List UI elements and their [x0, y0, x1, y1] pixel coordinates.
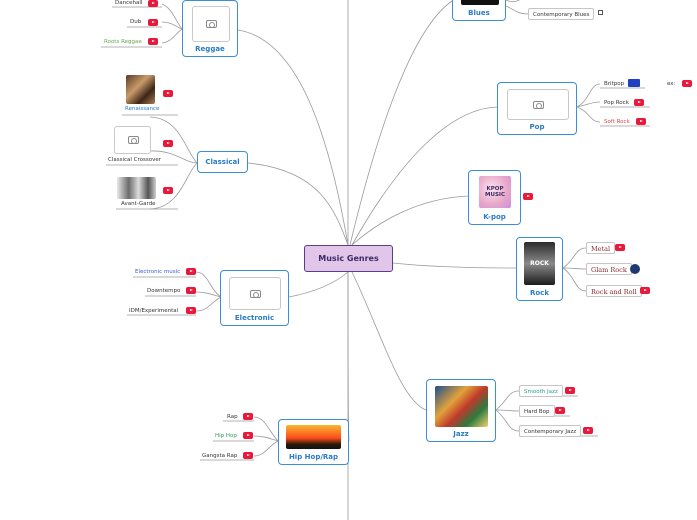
- leaf-glam-rock[interactable]: Glam Rock: [586, 263, 632, 275]
- youtube-icon[interactable]: [523, 193, 533, 200]
- youtube-icon[interactable]: [682, 80, 692, 87]
- youtube-icon[interactable]: [583, 427, 593, 434]
- node-label: Reggae: [195, 45, 225, 53]
- external-link-icon[interactable]: [598, 10, 603, 15]
- youtube-icon[interactable]: [555, 407, 565, 414]
- youtube-icon[interactable]: [640, 287, 650, 294]
- kpop-image-text: KPOP MUSIC: [485, 186, 505, 198]
- leaf-renaissance[interactable]: Renaissance: [125, 106, 160, 112]
- jazz-image: [435, 386, 488, 427]
- leaf-classical-crossover[interactable]: Classical Crossover: [108, 157, 162, 163]
- node-label: Electronic: [234, 314, 275, 322]
- leaf-label: Contemporary Blues: [533, 12, 590, 18]
- camera-icon: [127, 136, 139, 144]
- leaf-rap[interactable]: Rap: [227, 414, 238, 420]
- youtube-icon[interactable]: [615, 244, 625, 251]
- image-placeholder: [114, 126, 151, 154]
- leaf-label: Smooth Jazz: [524, 389, 558, 395]
- node-label: Hip Hop/Rap: [288, 453, 339, 461]
- leaf-label: Rock and Roll: [591, 288, 637, 296]
- leaf-avant-garde[interactable]: Avant-Garde: [121, 201, 156, 207]
- rock-image: ROCK: [524, 242, 555, 285]
- node-rock[interactable]: ROCK Rock: [516, 237, 563, 301]
- youtube-icon[interactable]: [634, 99, 644, 106]
- leaf-contemporary-jazz[interactable]: Contemporary Jazz: [519, 425, 582, 437]
- leaf-dancehall[interactable]: Dancehall: [115, 0, 143, 6]
- node-pop[interactable]: Pop: [497, 82, 577, 135]
- leaf-pop-rock[interactable]: Pop Rock: [604, 100, 629, 106]
- youtube-icon[interactable]: [186, 307, 196, 314]
- rock-image-text: ROCK: [530, 260, 549, 267]
- youtube-icon[interactable]: [163, 90, 173, 97]
- renaissance-image: [126, 75, 155, 104]
- youtube-icon[interactable]: [565, 387, 575, 394]
- youtube-icon[interactable]: [186, 287, 196, 294]
- leaf-label: Metal: [591, 245, 611, 253]
- node-label: Blues: [468, 9, 490, 17]
- gravatar-icon[interactable]: [630, 264, 640, 274]
- leaf-downtempo[interactable]: Downtempo: [147, 288, 181, 294]
- node-label: Pop: [529, 123, 545, 131]
- leaf-rock-and-roll[interactable]: Rock and Roll: [586, 285, 642, 297]
- youtube-icon[interactable]: [163, 187, 173, 194]
- avant-garde-image: [117, 177, 156, 199]
- node-reggae[interactable]: Reggae: [182, 0, 238, 57]
- image-placeholder: [507, 89, 569, 120]
- leaf-gangsta-rap[interactable]: Gangsta Rap: [202, 453, 238, 459]
- node-label: Rock: [529, 289, 549, 297]
- camera-icon: [206, 20, 217, 28]
- node-classical[interactable]: Classical: [197, 151, 248, 173]
- image-placeholder: [229, 277, 281, 310]
- youtube-icon[interactable]: [243, 452, 253, 459]
- node-hiphop[interactable]: Hip Hop/Rap: [278, 419, 349, 465]
- node-blues[interactable]: Blues: [452, 0, 506, 21]
- root-node[interactable]: Music Genres: [304, 245, 393, 272]
- youtube-icon[interactable]: [148, 38, 158, 45]
- image-placeholder: [192, 6, 230, 42]
- blues-image: [461, 0, 499, 5]
- node-label: K-pop: [483, 213, 506, 221]
- node-electronic[interactable]: Electronic: [220, 270, 289, 326]
- youtube-icon[interactable]: [148, 0, 158, 7]
- youtube-icon[interactable]: [148, 19, 158, 26]
- leaf-label: Hard Bop: [524, 409, 550, 415]
- extra-label: ex:: [667, 81, 676, 87]
- node-jazz[interactable]: Jazz: [426, 379, 496, 442]
- hiphop-image: [286, 425, 341, 449]
- root-label: Music Genres: [318, 254, 379, 263]
- kpop-image: KPOP MUSIC: [479, 176, 511, 208]
- node-label: Jazz: [453, 430, 469, 438]
- leaf-idm-experimental[interactable]: IDM/Experimental: [129, 308, 179, 314]
- youtube-icon[interactable]: [243, 432, 253, 439]
- leaf-contemporary-blues[interactable]: Contemporary Blues: [528, 8, 595, 20]
- leaf-label: Contemporary Jazz: [524, 429, 577, 435]
- camera-icon: [250, 289, 261, 298]
- youtube-icon[interactable]: [243, 413, 253, 420]
- leaf-electronic-music[interactable]: Electronic music: [135, 269, 181, 275]
- deezer-icon[interactable]: [628, 79, 640, 87]
- leaf-hip-hop[interactable]: Hip Hop: [215, 433, 237, 439]
- leaf-britpop[interactable]: Britpop: [604, 81, 625, 87]
- youtube-icon[interactable]: [636, 118, 646, 125]
- node-label: Classical: [205, 158, 240, 166]
- leaf-hard-bop[interactable]: Hard Bop: [519, 405, 555, 417]
- youtube-icon[interactable]: [163, 140, 173, 147]
- leaf-soft-rock[interactable]: Soft Rock: [604, 119, 630, 125]
- leaf-roots-reggae[interactable]: Roots Reggae: [104, 39, 142, 45]
- leaf-label: Glam Rock: [591, 266, 627, 274]
- leaf-dub[interactable]: Dub: [130, 19, 142, 25]
- node-kpop[interactable]: KPOP MUSIC K-pop: [468, 170, 521, 225]
- leaf-metal[interactable]: Metal: [586, 242, 616, 254]
- youtube-icon[interactable]: [186, 268, 196, 275]
- camera-icon: [533, 100, 544, 109]
- leaf-smooth-jazz[interactable]: Smooth Jazz: [519, 385, 563, 397]
